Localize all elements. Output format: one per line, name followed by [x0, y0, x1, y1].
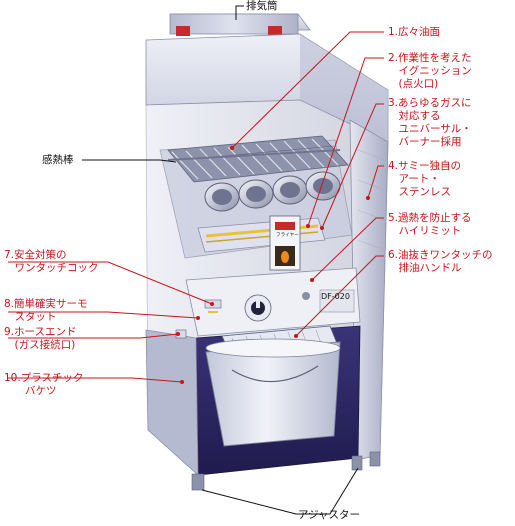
- callout-10-plastic-bucket: 10.プラスチック バケツ: [4, 372, 84, 397]
- high-limit: [302, 292, 310, 300]
- label-exhaust: 排気筒: [246, 0, 278, 12]
- ignition-panel: [269, 215, 301, 271]
- thermostat-knob: [244, 294, 272, 322]
- nameplate-text: フライヤー: [276, 233, 299, 238]
- callout-2-ignition: 2.作業性を考えた イグニッション (点火口): [388, 52, 472, 90]
- callout-5-high-limit: 5.過熱を防止する ハイリミット: [388, 212, 472, 237]
- callout-8-thermostat: 8.簡単確実サーモ スタット: [4, 298, 88, 323]
- callout-9-hose-end: 9.ホースエンド (ガス接続口): [4, 326, 77, 351]
- callout-7-gas-cock: 7.安全対策の ワンタッチコック: [4, 249, 99, 274]
- red-leader-dots: [176, 146, 370, 384]
- label-adjuster: アジャスター: [298, 509, 361, 521]
- adjuster-feet: [191, 451, 381, 491]
- model-number: DF-020: [321, 292, 350, 301]
- callout-4-art-stainless: 4.サミー独自の アート・ ステンレス: [388, 160, 462, 198]
- burner-tubes: [204, 171, 341, 212]
- oil-surface-grate: [167, 135, 349, 183]
- black-leader-lines: [82, 5, 359, 515]
- red-leader-lines: [8, 31, 384, 383]
- model-plate: [319, 289, 355, 313]
- callout-3-universal-burner: 3.あらゆるガスに 対応する ユニバーサル・ バーナー採用: [388, 97, 472, 148]
- callout-6-drain-handle: 6.油抜きワンタッチの 排油ハンドル: [388, 249, 493, 274]
- callout-1-wide-oil-surface: 1.広々油面: [388, 26, 441, 38]
- plastic-bucket: [205, 338, 341, 447]
- exhaust-flue: [169, 13, 311, 36]
- label-sensor-rod: 感熱棒: [42, 154, 74, 166]
- sensor-rod: [167, 149, 341, 161]
